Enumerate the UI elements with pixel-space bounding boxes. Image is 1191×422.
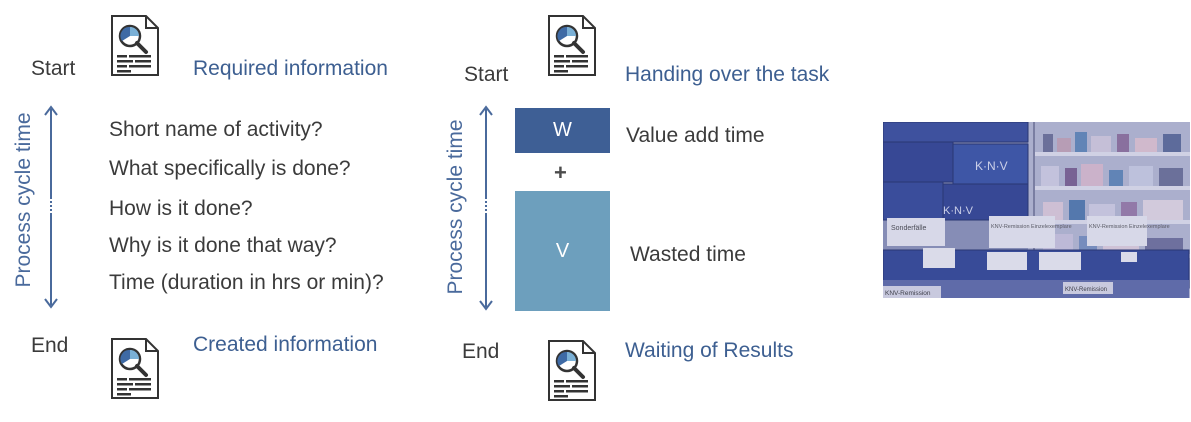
question-short-name: Short name of activity? xyxy=(109,118,323,141)
wasted-time-label: Wasted time xyxy=(630,243,746,266)
value-add-box: W xyxy=(515,108,610,153)
document-search-icon xyxy=(548,340,596,401)
question-how: How is it done? xyxy=(109,197,253,220)
photo-crate-brand: K·N·V xyxy=(975,159,1008,173)
question-what: What specifically is done? xyxy=(109,157,351,180)
plus-sign: + xyxy=(554,160,567,185)
v-box-label: V xyxy=(555,239,570,262)
photo-sign-label: KNV-Remission xyxy=(1065,287,1107,293)
document-search-icon xyxy=(111,338,159,399)
photo-sign-label: KNV-Remission Einzelexemplare xyxy=(1089,224,1170,230)
question-time: Time (duration in hrs or min)? xyxy=(109,271,384,294)
photo-sign-label: Sonderfälle xyxy=(891,225,927,232)
right-axis-label: Process cycle time xyxy=(444,119,467,295)
created-information-title: Created information xyxy=(193,333,378,356)
photo-crate-brand: K·N·V xyxy=(943,205,974,217)
right-end-label: End xyxy=(462,340,500,363)
required-information-title: Required information xyxy=(193,57,388,80)
warehouse-photo-drawing: K·N·V K·N·V Sonderfälle KNV-Remission Ei… xyxy=(883,122,1190,298)
right-cycle-time-arrow xyxy=(479,105,493,311)
left-start-label: Start xyxy=(31,57,76,80)
left-cycle-time-arrow xyxy=(44,105,58,309)
document-search-icon xyxy=(548,15,596,76)
wasted-time-box: V xyxy=(515,191,610,311)
w-box-label: W xyxy=(553,119,572,141)
photo-sign-label: KNV-Remission xyxy=(885,290,931,297)
right-start-label: Start xyxy=(464,63,509,86)
warehouse-photo: K·N·V K·N·V Sonderfälle KNV-Remission Ei… xyxy=(883,122,1190,298)
value-add-time-label: Value add time xyxy=(626,124,765,147)
handing-over-title: Handing over the task xyxy=(625,63,830,86)
left-end-label: End xyxy=(31,334,69,357)
question-why: Why is it done that way? xyxy=(109,234,337,257)
document-search-icon xyxy=(111,15,159,76)
photo-sign-label: KNV-Remission Einzelexemplare xyxy=(991,224,1072,230)
waiting-results-title: Waiting of Results xyxy=(625,339,794,362)
left-axis-label: Process cycle time xyxy=(12,112,35,288)
